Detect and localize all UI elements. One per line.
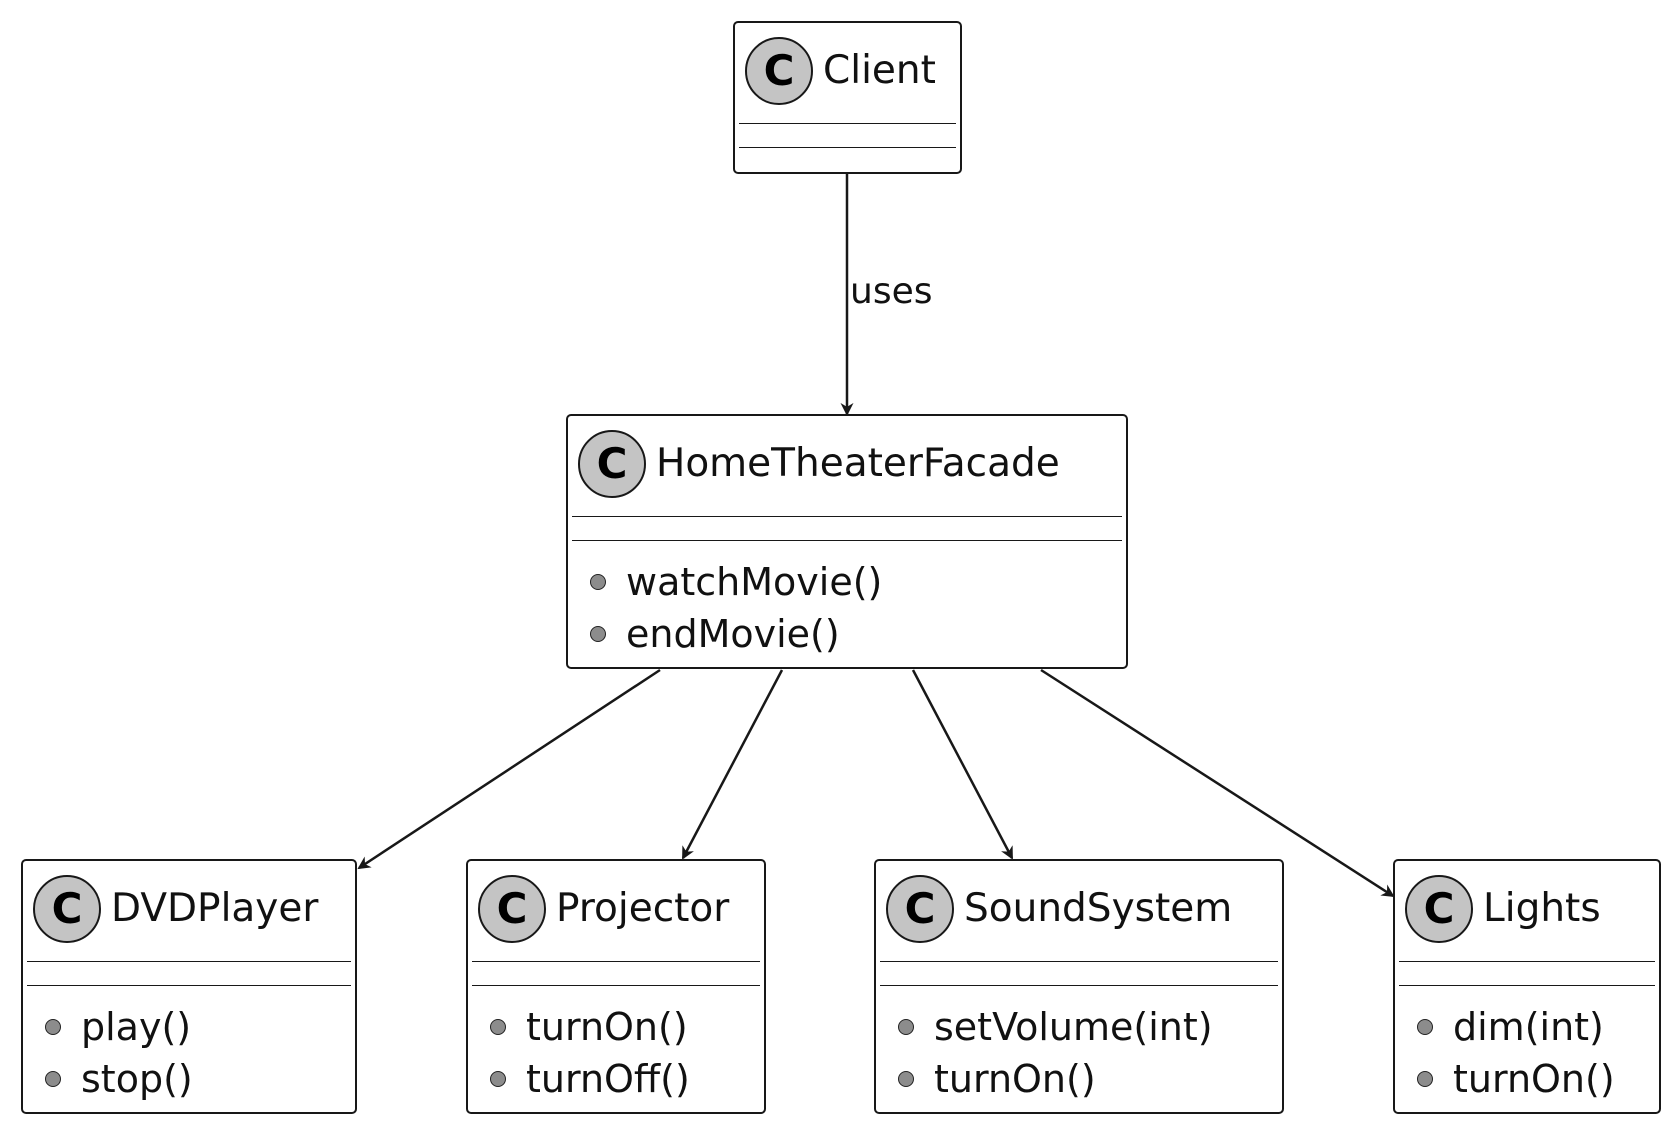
attributes-divider xyxy=(27,961,351,962)
method-name: turnOn() xyxy=(1453,1057,1615,1101)
class-lights[interactable]: C Lights dim(int) turnOn() xyxy=(1393,859,1661,1114)
class-name: Lights xyxy=(1483,886,1601,931)
class-header: C Client xyxy=(735,23,960,123)
public-method-dot-icon xyxy=(490,1071,506,1087)
method-name: turnOn() xyxy=(934,1057,1096,1101)
class-header: C HomeTheaterFacade xyxy=(568,416,1126,516)
method-name: endMovie() xyxy=(626,612,840,656)
methods-divider xyxy=(739,147,956,148)
class-soundsystem[interactable]: C SoundSystem setVolume(int) turnOn() xyxy=(874,859,1284,1114)
edge-facade-to-dvdplayer xyxy=(357,668,661,870)
class-name: Projector xyxy=(556,886,730,931)
public-method-dot-icon xyxy=(45,1019,61,1035)
public-method-dot-icon xyxy=(590,574,606,590)
class-name: SoundSystem xyxy=(964,886,1233,931)
public-method-dot-icon xyxy=(898,1019,914,1035)
attributes-divider xyxy=(739,123,956,124)
method-name: setVolume(int) xyxy=(934,1005,1213,1049)
class-header: C Lights xyxy=(1395,861,1659,961)
class-c-icon: C xyxy=(745,37,813,105)
class-c-icon: C xyxy=(478,875,546,943)
class-header: C DVDPlayer xyxy=(23,861,355,961)
class-hometheaterfacade[interactable]: C HomeTheaterFacade watchMovie() endMovi… xyxy=(566,414,1128,669)
class-c-icon: C xyxy=(578,430,646,498)
class-header: C Projector xyxy=(468,861,764,961)
class-c-icon: C xyxy=(886,875,954,943)
class-client[interactable]: C Client xyxy=(733,21,962,174)
public-method-dot-icon xyxy=(45,1071,61,1087)
method-name: turnOff() xyxy=(526,1057,690,1101)
attributes-divider xyxy=(572,516,1122,517)
class-dvdplayer[interactable]: C DVDPlayer play() stop() xyxy=(21,859,357,1114)
attributes-divider xyxy=(880,961,1278,962)
methods-divider xyxy=(572,540,1122,541)
methods-divider xyxy=(1399,985,1655,986)
class-name: Client xyxy=(823,48,936,93)
edge-label-uses: uses xyxy=(850,271,933,312)
method-name: dim(int) xyxy=(1453,1005,1604,1049)
public-method-dot-icon xyxy=(898,1071,914,1087)
methods-divider xyxy=(27,985,351,986)
class-c-icon: C xyxy=(33,875,101,943)
methods-divider xyxy=(472,985,760,986)
methods-divider xyxy=(880,985,1278,986)
edge-facade-to-soundsystem xyxy=(911,669,1014,860)
edge-facade-to-lights xyxy=(1040,668,1395,898)
method-name: stop() xyxy=(81,1057,193,1101)
method-name: play() xyxy=(81,1005,192,1049)
public-method-dot-icon xyxy=(590,626,606,642)
class-name: HomeTheaterFacade xyxy=(656,441,1060,486)
class-header: C SoundSystem xyxy=(876,861,1282,961)
method-name: watchMovie() xyxy=(626,560,883,604)
class-projector[interactable]: C Projector turnOn() turnOff() xyxy=(466,859,766,1114)
attributes-divider xyxy=(472,961,760,962)
public-method-dot-icon xyxy=(490,1019,506,1035)
public-method-dot-icon xyxy=(1417,1019,1433,1035)
class-name: DVDPlayer xyxy=(111,886,319,931)
public-method-dot-icon xyxy=(1417,1071,1433,1087)
attributes-divider xyxy=(1399,961,1655,962)
edge-facade-to-projector xyxy=(681,669,784,860)
method-name: turnOn() xyxy=(526,1005,688,1049)
class-c-icon: C xyxy=(1405,875,1473,943)
